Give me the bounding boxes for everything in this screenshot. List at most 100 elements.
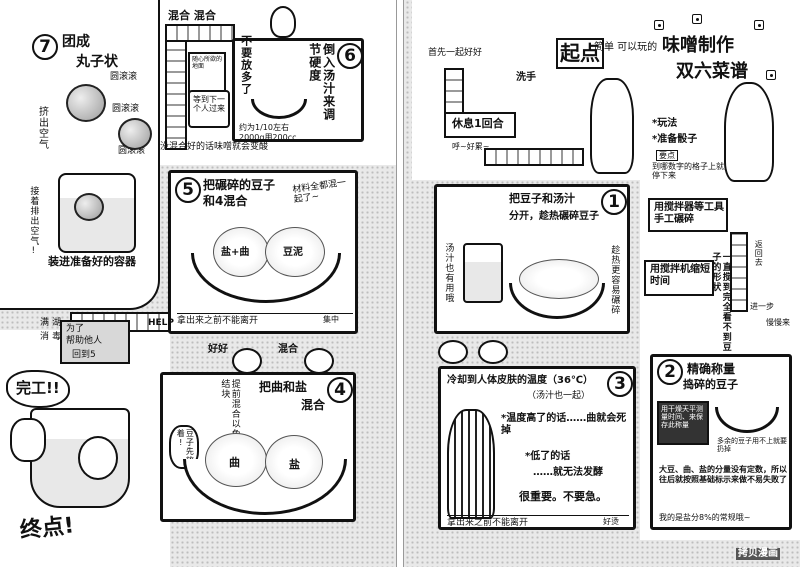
step3-panel: 冷却到人体皮肤的温度（36℃） 3 （汤汁也一起） *温度高了的话……曲就会死掉… [438, 366, 636, 530]
broth-useful: 汤汁也有用哦 [443, 243, 454, 303]
mix-label: 混合 [278, 344, 298, 355]
koji-pile [205, 433, 267, 487]
chibi-character [304, 348, 334, 374]
ratio-1: 约为1/10左右 [239, 123, 289, 132]
page-gutter [396, 0, 404, 567]
mix-mix-label: 混合 混合 [168, 9, 216, 22]
square-tiny-text: 随心所欲的地面 [192, 56, 223, 70]
shout-bubble: 完工!! [6, 370, 70, 408]
right-page: 起点 简单 可以玩的 味噌制作 双六菜谱 *玩法 *准备骰子 要点 到哪数字的格… [404, 0, 800, 567]
step-text: 进一步 [750, 302, 774, 311]
dice-icon [766, 70, 776, 80]
step6-caption: 倒入汤汁来调节硬度 [307, 43, 336, 121]
rest-text: 休息1回合 [452, 117, 504, 130]
step1-panel: 把豆子和汤汁 1 分开，趁热碾碎豆子 汤汁也有用哦 趁热更容易碾碎 [434, 184, 630, 334]
chibi-character [78, 436, 118, 480]
wait-square: 等到下一个人过来 [188, 90, 230, 128]
chibi-character [438, 340, 468, 364]
step2-footer: 我的是盐分8%的常规哦~ [659, 513, 751, 522]
beans-pile [519, 259, 599, 299]
important-text: 很重要。不要急。 [519, 490, 607, 503]
pot [251, 99, 307, 119]
press-air-text: 接着排出空气! [28, 186, 39, 257]
step-number: 5 [175, 177, 201, 203]
warn-1: *温度高了的话……曲就会死掉 [501, 413, 627, 436]
step-number: 4 [327, 377, 353, 403]
step-number: 3 [607, 371, 633, 397]
path-square: 用搅拌机缩短时间 [644, 260, 714, 296]
wash-hands: 洗手 [516, 72, 536, 83]
wait-text: 等到下一个人过来 [193, 95, 225, 114]
step7-title-1: 团成 [62, 34, 90, 50]
step3-title-1: 冷却到人体皮肤的温度（36℃） [447, 375, 594, 386]
board-path [730, 232, 748, 312]
salt-label: 盐 [289, 458, 300, 471]
step-number: 7 [32, 34, 58, 60]
focus-tag: 集中 [323, 315, 339, 324]
roll-label-3: 圆滚滚 [118, 146, 146, 156]
step4-panel: 把曲和盐 4 混合 提前混合以免结块 豆子先放着! 曲 盐 [160, 372, 356, 522]
arrow-2: 湖 [52, 318, 62, 328]
step2-panel: 2 精确称量 捣碎的豆子 用干燥天平测量时间、来保存此称量 多余的豆子用不上就要… [650, 354, 792, 530]
dice-icon [754, 20, 764, 30]
faucet [444, 68, 464, 114]
step5-footer: 拿出来之前不能离开 [177, 313, 353, 326]
subtitle: 简单 可以玩的 [594, 42, 658, 53]
miso-ball [66, 84, 106, 122]
premix-note: 提前混合以免结块 [219, 379, 240, 439]
time-text: 用搅拌机缩短时间 [650, 264, 710, 287]
miso-ball [118, 118, 152, 150]
chibi-character [232, 348, 262, 374]
step1-title-2: 分开，趁热碾碎豆子 [509, 211, 599, 222]
board-path [165, 30, 187, 150]
salt-koji-pile [213, 227, 269, 277]
salt-pile [265, 435, 323, 489]
rule-4: 到哪数字的格子上就必须停下来 [652, 162, 740, 181]
step5-title-1: 把碾碎的豆子 [203, 178, 276, 192]
koji-label: 曲 [229, 456, 240, 469]
step-number: 2 [657, 359, 683, 385]
step4-title-1: 把曲和盐 [259, 380, 308, 394]
step3-title-2: （汤汁也一起） [527, 391, 591, 401]
dice-icon [692, 14, 702, 24]
arrow-4: 毒 [52, 332, 62, 342]
rule-1: *玩法 [652, 118, 678, 129]
done-shout: 完工!! [16, 379, 60, 397]
teacher-character [447, 409, 495, 519]
dice-icon [654, 20, 664, 30]
step6-panel: 6 倒入汤汁来调节硬度 不要放多了 约为1/10左右 2000g用200cc [232, 35, 364, 142]
chibi-girl [724, 82, 774, 182]
scale-note: 用干燥天平测量时间、来保存此称量 [661, 405, 703, 430]
help-square: 为了 帮助他人 回到5 [60, 320, 130, 364]
step2-title-1: 精确称量 [687, 362, 736, 376]
wet-note: 多余的豆子用不上就要扔掉 [717, 437, 787, 454]
step2-title-2: 捣碎的豆子 [683, 378, 738, 391]
rest-square: 休息1回合 [444, 112, 516, 138]
step-number: 1 [601, 189, 627, 215]
store-text: 装进准备好的容器 [48, 255, 136, 268]
sign-2: 帮助他人 [66, 336, 103, 346]
info-text: 大豆、曲、盐的分量没有定数，所以往后就按照基础标示来做不易失败了 [659, 465, 787, 485]
board-path [165, 24, 235, 42]
path-bg-top-left [0, 0, 160, 310]
path-square: 用搅拌器等工具手工碾碎 [648, 198, 728, 232]
step4-title-2: 混合 [301, 398, 326, 412]
mixed-thought: 材料全都混一起了~ [291, 177, 347, 206]
step5-panel: 5 把碾碎的豆子 和4混合 材料全都混一起了~ 盐+曲 豆泥 拿出来之前不能离开… [168, 170, 358, 334]
arrow-1: 满 [40, 318, 50, 328]
step3-footer: 拿出来之前不能离开 [447, 515, 629, 528]
sign-1: 为了 [66, 324, 85, 334]
broth-jug [463, 243, 503, 303]
start-label: 起点 [556, 38, 604, 69]
scale-note-box: 用干燥天平测量时间、来保存此称量 [657, 401, 709, 445]
bean-paste-pile [265, 227, 325, 277]
step-number: 6 [337, 43, 363, 69]
phew-text: 呼~好累~ [452, 142, 490, 151]
roll-label-1: 圆滚滚 [110, 72, 138, 82]
bean-paste-label: 豆泥 [283, 247, 303, 258]
warn-3: ……就无法发酵 [533, 467, 603, 478]
note-sour: 没混合好的话味噌就会变酸 [160, 142, 269, 152]
left-page: 7 团成 丸子状 圆滚滚 圆滚滚 圆滚滚 挤出空气 接着排出空气! 装进准备好的… [0, 0, 396, 567]
salt-koji-label: 盐+曲 [221, 247, 250, 258]
